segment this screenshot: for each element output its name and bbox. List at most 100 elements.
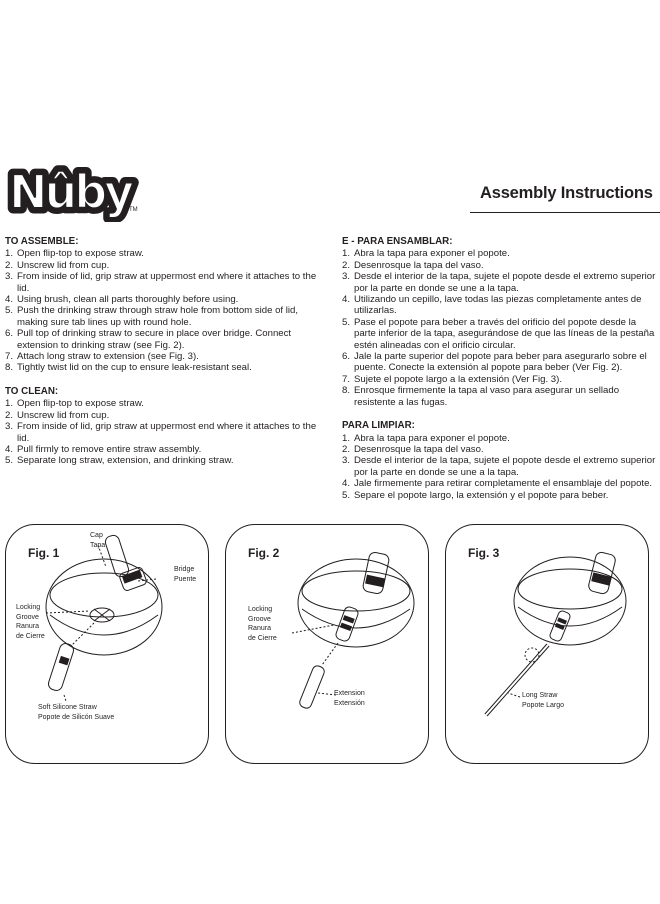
step-text: Abra la tapa para exponer el popote. <box>354 432 510 444</box>
list-item: 6.Pull top of drinking straw to secure i… <box>5 328 292 351</box>
extension-callout: Extension Extensión <box>334 689 365 708</box>
callout-line: Soft Silicone Straw <box>38 704 97 711</box>
assemble-heading: TO ASSEMBLE: <box>5 236 79 247</box>
lid-outline <box>297 558 415 648</box>
cap-shape <box>104 534 130 578</box>
list-item: 5.Separe el popote largo, la extensión y… <box>342 489 609 501</box>
list-item: 3.From inside of lid, grip straw at uppe… <box>5 421 317 444</box>
long-straw-callout: Long Straw Popote Largo <box>522 691 564 710</box>
list-item: 5.Separate long straw, extension, and dr… <box>5 455 234 467</box>
step-text: Desenrosque la tapa del vaso. <box>354 443 484 455</box>
clean-heading: TO CLEAN: <box>5 385 59 397</box>
groove-callout: Locking Groove Ranura de Cierre <box>16 603 45 641</box>
clean-heading-es: PARA LIMPIAR: <box>342 420 415 432</box>
cap-shape <box>588 551 616 595</box>
step-text: Separate long straw, extension, and drin… <box>17 455 234 467</box>
nuby-logo-graphic: Nûby Nûby TM <box>4 160 143 225</box>
nuby-logo: Nûby Nûby TM <box>4 160 150 225</box>
cap-shape <box>362 551 390 595</box>
english-instructions: TO ASSEMBLE: 1.Open flip-top to expose s… <box>5 236 323 467</box>
step-text: Pull top of drinking straw to secure in … <box>17 328 292 351</box>
page-title: Assembly Instructions <box>480 184 653 202</box>
bridge-callout: Bridge Puente <box>174 565 196 584</box>
callout-line: Cap <box>90 532 103 539</box>
figure-2-illustration <box>291 551 415 709</box>
list-item: 2.Desenrosque la tapa del vaso. <box>342 443 484 455</box>
assemble-heading-es: E - PARA ENSAMBLAR: <box>342 236 453 247</box>
figure-2-panel: Fig. 2 Locking Groove Ranura de Cierre E… <box>225 524 429 764</box>
clean-steps-list: 1.Open flip-top to expose straw. 2.Unscr… <box>5 398 323 466</box>
callout-line: de Cierre <box>16 632 45 640</box>
title-underline <box>470 212 660 213</box>
list-item: 2.Unscrew lid from cup. <box>5 409 110 421</box>
step-text: Attach long straw to extension (see Fig.… <box>17 351 199 363</box>
logo-text: Nûby <box>9 165 134 219</box>
list-item: 4.Jale firmemente para retirar completam… <box>342 478 653 490</box>
step-text: Desde el interior de la tapa, sujete el … <box>354 271 656 294</box>
callout-line: Extensión <box>334 699 365 707</box>
list-item: 7.Sujete el popote largo a la extensión … <box>342 373 562 385</box>
figure-1-label: Fig. 1 <box>28 546 60 560</box>
list-item: 1.Abra la tapa para exponer el popote. <box>342 432 510 444</box>
step-text: From inside of lid, grip straw at upperm… <box>17 421 317 444</box>
lid-outline <box>513 556 627 646</box>
list-item: 5.Pase el popote para beber a través del… <box>342 316 655 351</box>
straw-shape <box>549 610 571 642</box>
callout-line: Locking <box>16 604 41 611</box>
figure-3-panel: Fig. 3 Long Straw Popote Largo <box>445 524 649 764</box>
list-item: 3.Desde el interior de la tapa, sujete e… <box>342 455 656 478</box>
list-item: 8.Tightly twist lid on the cup to ensure… <box>5 362 252 374</box>
callout-line: Groove <box>248 615 271 623</box>
assemble-steps-list: 1.Open flip-top to expose straw. 2.Unscr… <box>5 248 323 373</box>
callout-line: Groove <box>16 613 39 621</box>
step-text: Enrosque firmemente la tapa al vaso para… <box>354 385 620 408</box>
list-item: 3.From inside of lid, grip straw at uppe… <box>5 271 317 294</box>
figure-3-label: Fig. 3 <box>468 546 500 560</box>
step-text: Pull firmly to remove entire straw assem… <box>17 443 202 455</box>
list-item: 7.Attach long straw to extension (see Fi… <box>5 351 199 363</box>
step-text: From inside of lid, grip straw at upperm… <box>17 271 317 294</box>
list-item: 5.Push the drinking straw through straw … <box>5 305 299 328</box>
figure-3-illustration <box>484 551 627 717</box>
spanish-instructions: E - PARA ENSAMBLAR: 1.Abra la tapa para … <box>342 236 660 501</box>
list-item: 1.Abra la tapa para exponer el popote. <box>342 248 510 260</box>
extension-shape <box>299 665 325 709</box>
step-text: Unscrew lid from cup. <box>17 259 110 271</box>
step-text: Utilizando un cepillo, lave todas las pi… <box>354 294 642 317</box>
callout-line: Bridge <box>174 566 195 573</box>
step-text: Unscrew lid from cup. <box>17 409 110 421</box>
step-text: Desde el interior de la tapa, sujete el … <box>354 455 656 478</box>
list-item: 6.Jale la parte superior del popote para… <box>342 351 647 374</box>
straw-callout: Soft Silicone Straw Popote de Silicón Su… <box>38 703 114 722</box>
list-item: 1.Open flip-top to expose straw. <box>5 398 144 410</box>
list-item: 2.Desenrosque la tapa del vaso. <box>342 259 484 271</box>
groove-callout: Locking Groove Ranura de Cierre <box>248 605 277 643</box>
step-text: Open flip-top to expose straw. <box>17 398 144 410</box>
step-text: Using brush, clean all parts thoroughly … <box>17 294 239 306</box>
list-item: 8.Enrosque firmemente la tapa al vaso pa… <box>342 385 620 408</box>
assemble-steps-list-es: 1.Abra la tapa para exponer el popote. 2… <box>342 248 660 408</box>
list-item: 3.Desde el interior de la tapa, sujete e… <box>342 271 656 294</box>
callout-line: Locking <box>248 606 273 613</box>
straw-shape <box>335 606 359 642</box>
figure-1-panel: Fig. 1 Cap Tapa Bridge Puente Locking Gr… <box>5 524 209 764</box>
list-item: 4.Using brush, clean all parts thoroughl… <box>5 294 239 306</box>
list-item: 4.Pull firmly to remove entire straw ass… <box>5 443 202 455</box>
callout-line: Ranura <box>16 623 39 630</box>
list-item: 1.Open flip-top to expose straw. <box>5 248 144 260</box>
callout-line: Popote Largo <box>522 701 565 709</box>
step-text: Sujete el popote largo a la extensión (V… <box>354 373 562 385</box>
step-text: Jale firmemente para retirar completamen… <box>354 478 653 490</box>
step-text: Separe el popote largo, la extensión y e… <box>354 489 609 501</box>
step-text: Tightly twist lid on the cup to ensure l… <box>17 362 252 374</box>
list-item: 2.Unscrew lid from cup. <box>5 259 110 271</box>
logo-outline: Nûby <box>9 165 134 219</box>
flip-top-shape <box>119 567 147 591</box>
step-text: Abra la tapa para exponer el popote. <box>354 248 510 260</box>
callout-line: Puente <box>174 575 197 583</box>
step-text: Pase el popote para beber a través del o… <box>354 316 655 351</box>
silicone-straw-shape <box>47 643 75 691</box>
lid-outline <box>45 558 163 656</box>
clean-steps-list-es: 1.Abra la tapa para exponer el popote. 2… <box>342 433 660 501</box>
list-item: 4.Utilizando un cepillo, lave todas las … <box>342 294 642 317</box>
